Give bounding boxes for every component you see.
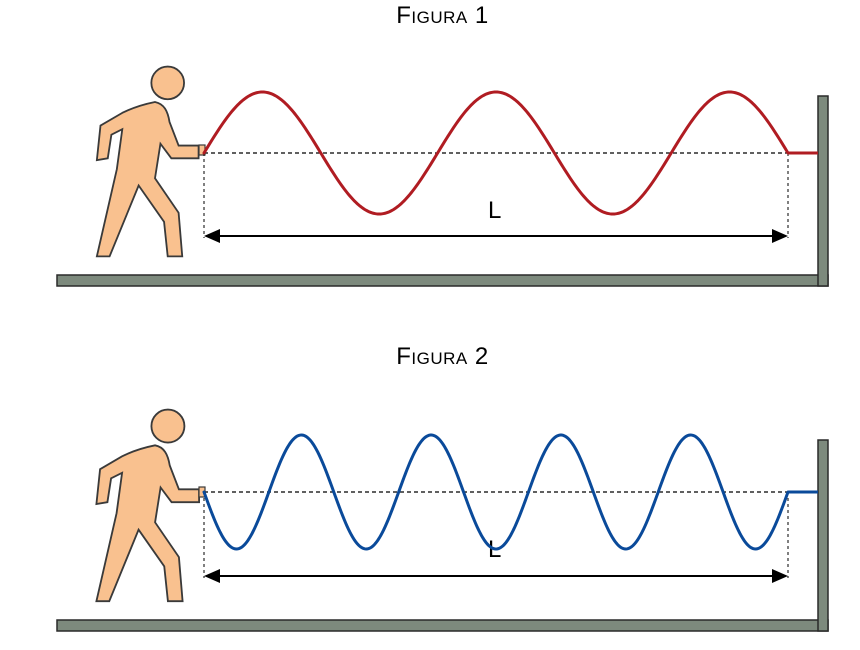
figure-1-length-label: L	[488, 197, 502, 224]
figure-2-title: Figura 2	[396, 343, 489, 370]
figure-2-wall	[817, 439, 829, 632]
figure-1-right-arrowhead	[772, 229, 788, 243]
figure-1-title: Figura 1	[396, 2, 489, 29]
figure-1-wall	[817, 95, 829, 287]
figure-1	[56, 65, 829, 287]
figure-2-left-arrowhead	[204, 569, 220, 583]
figure-2-ground	[56, 619, 829, 632]
figure-1-left-arrowhead	[204, 229, 220, 243]
figure-1-person	[95, 65, 200, 258]
figure-2-person	[95, 408, 201, 603]
figure-2	[56, 408, 829, 632]
figure-2-right-arrowhead	[772, 569, 788, 583]
figure-1-ground	[56, 274, 829, 287]
figure-2-wave	[202, 433, 790, 551]
figure-1-wave	[202, 90, 790, 216]
